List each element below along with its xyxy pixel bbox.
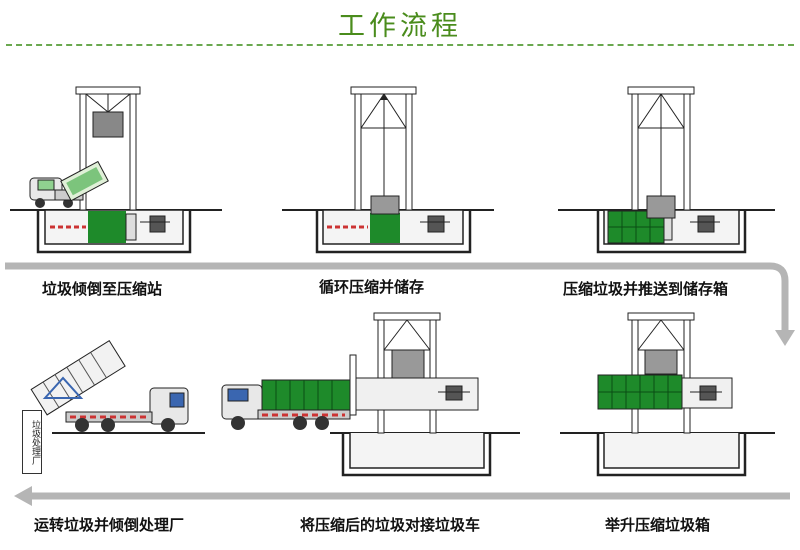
title-divider: [6, 44, 794, 46]
flow-arrow: [5, 262, 795, 506]
diagram-title: 工作流程: [338, 11, 462, 42]
station-step-5: [221, 312, 520, 477]
step-label-3: 压缩垃圾并推送到储存箱: [563, 280, 729, 298]
station-step-4: [560, 312, 775, 477]
station-step-2: [282, 86, 494, 254]
landfill-sign: 垃圾处理厂: [22, 410, 42, 474]
step-label-2: 循环压缩并储存: [319, 278, 425, 296]
step-label-4: 举升压缩垃圾箱: [605, 516, 711, 534]
truck-step-6: [30, 339, 205, 434]
station-step-1: [10, 86, 222, 254]
step-label-5: 将压缩后的垃圾对接垃圾车: [300, 516, 481, 534]
step-label-6: 运转垃圾并倾倒处理厂: [34, 516, 185, 534]
station-step-3: [558, 86, 775, 254]
step-label-1: 垃圾倾倒至压缩站: [42, 280, 163, 298]
